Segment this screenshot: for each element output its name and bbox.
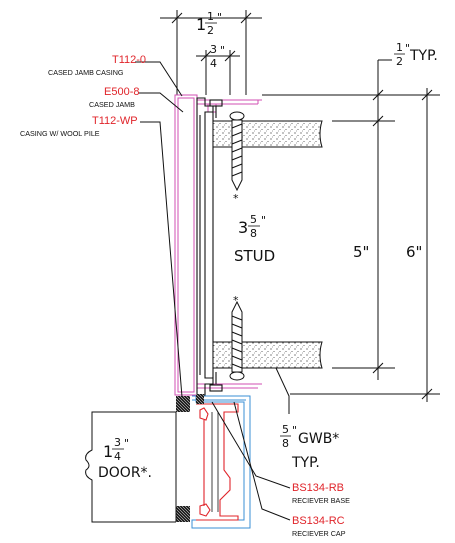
door-outline xyxy=(85,411,177,523)
reciever-cap-profile xyxy=(191,395,251,529)
callout-t112-wp-desc: CASING W/ WOOL PILE xyxy=(20,129,100,138)
callout-t112-0-desc: CASED JAMB CASING xyxy=(48,68,124,77)
screw-bottom xyxy=(229,300,245,381)
callout-e500-8-code: E500-8 xyxy=(104,86,139,98)
dim-typ-top-unit: " xyxy=(405,42,410,55)
dim-six: 6" xyxy=(406,243,422,261)
callout-bs134-rb-desc: RECIEVER BASE xyxy=(292,496,350,505)
dim-top-width-num: 1 xyxy=(207,10,214,23)
dim-stud-unit: " xyxy=(261,214,266,227)
callout-bs134-rc-code: BS134-RC xyxy=(292,515,345,527)
dim-top-width-den: 2 xyxy=(207,24,214,37)
callout-e500-8-desc: CASED JAMB xyxy=(89,100,135,109)
dim-typ-top-suffix: TYP. xyxy=(409,48,438,64)
dim-gwb-num: 5 xyxy=(282,423,289,436)
dim-stud: 3 5 8 " STUD xyxy=(234,213,275,265)
dim-top-width-unit: " xyxy=(217,11,222,24)
gypsum-board-bottom xyxy=(212,341,323,369)
dim-typ-top-den: 2 xyxy=(396,55,403,68)
dim-typ-top: 1 2 " TYP. xyxy=(394,41,438,68)
dim-stud-label: STUD xyxy=(234,247,275,265)
callout-bs134-rb-code: BS134-RB xyxy=(292,482,344,494)
dim-top-inner-den: 4 xyxy=(210,57,217,70)
dim-five: 5" xyxy=(353,243,369,261)
dim-door-label: DOOR*. xyxy=(98,465,152,481)
dim-top-width: 1 1 2 " xyxy=(196,10,222,37)
asterisk-top: * xyxy=(233,192,239,205)
reciever-core-lines xyxy=(211,412,219,512)
dim-typ-top-num: 1 xyxy=(396,41,403,54)
reciever-base-profile xyxy=(196,403,239,521)
wool-pile-bottom xyxy=(176,506,190,522)
leader-lines xyxy=(135,61,291,521)
screw-top xyxy=(229,111,245,192)
jamb-casing-profile xyxy=(174,94,262,396)
dim-top-inner: 3 4 " xyxy=(208,43,225,70)
callout-t112-wp-code: T112-WP xyxy=(92,115,138,127)
dim-top-width-whole: 1 xyxy=(196,15,206,34)
dim-stud-den: 8 xyxy=(250,227,257,240)
dim-gwb: 5 8 " GWB* TYP. xyxy=(280,423,339,471)
dim-door: 1 3 4 " DOOR*. xyxy=(98,436,152,481)
gypsum-board-top xyxy=(212,120,323,148)
dim-door-den: 4 xyxy=(114,450,121,463)
wool-pile-top xyxy=(176,396,190,412)
dim-gwb-den: 8 xyxy=(282,437,289,450)
dim-top-inner-unit: " xyxy=(220,44,225,57)
dim-door-whole: 1 xyxy=(103,442,113,461)
dim-gwb-suffix: GWB* xyxy=(298,431,339,447)
dim-gwb-unit: " xyxy=(292,424,297,437)
dim-door-num: 3 xyxy=(114,436,121,449)
callout-bs134-rc-desc: RECIEVER CAP xyxy=(292,529,346,538)
dim-top-inner-num: 3 xyxy=(210,43,217,56)
asterisk-bottom: * xyxy=(233,294,239,307)
callout-t112-0-code: T112-0 xyxy=(112,54,146,66)
dim-stud-num: 5 xyxy=(250,213,257,226)
dim-stud-whole: 3 xyxy=(238,218,248,237)
dim-door-unit: " xyxy=(124,437,129,450)
right-dimension-lines xyxy=(262,59,440,402)
dim-gwb-typ: TYP. xyxy=(291,455,320,471)
wool-pile-mid xyxy=(196,394,204,404)
